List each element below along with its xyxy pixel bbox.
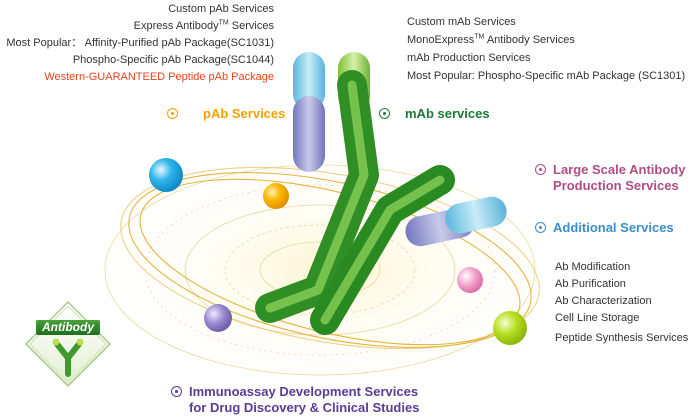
mab-item-monoexpress[interactable]: MonoExpressTM Antibody Services	[407, 33, 575, 47]
section-pab[interactable]: pAb Services	[167, 106, 285, 122]
section-pab-label: pAb Services	[203, 106, 286, 121]
additional-item-characterization[interactable]: Ab Characterization	[555, 295, 652, 307]
additional-item-peptide[interactable]: Peptide Synthesis Services	[555, 332, 689, 344]
section-additional-label: Additional Services	[553, 220, 674, 235]
pab-item-express-label: Express Antibody	[133, 20, 219, 32]
pab-item-custom[interactable]: Custom pAb Services	[168, 3, 274, 15]
section-immunoassay-line1: Immunoassay Development Services	[189, 384, 419, 399]
pab-item-affinity[interactable]: Most Popular： Affinity-Purified pAb Pack…	[6, 37, 274, 49]
mab-item-monoexpress-label: MonoExpress	[407, 34, 475, 46]
section-mab-label: mAb services	[405, 106, 490, 121]
sphere-violet	[204, 304, 232, 332]
mab-item-production[interactable]: mAb Production Services	[407, 52, 531, 64]
section-large-scale-line2: Production Services	[553, 178, 679, 193]
additional-item-purification[interactable]: Ab Purification	[555, 278, 626, 290]
pab-item-express-tm: TM	[218, 19, 229, 27]
logo-banner	[36, 320, 100, 335]
mab-item-custom[interactable]: Custom mAb Services	[407, 16, 516, 28]
antibody-logo-graphic	[24, 300, 112, 388]
sphere-lime	[493, 311, 527, 345]
additional-item-cell-line[interactable]: Cell Line Storage	[555, 312, 640, 324]
additional-item-modification[interactable]: Ab Modification	[555, 261, 631, 273]
logo-text: Antibody	[42, 320, 94, 334]
mab-item-monoexpress-suffix: Antibody Services	[484, 34, 575, 46]
pab-item-western[interactable]: Western-GUARANTEED Peptide pAb Package	[44, 71, 274, 83]
radio-dot-icon	[535, 222, 546, 233]
radio-dot-icon	[167, 108, 178, 119]
antibody-logo-icon[interactable]: Antibody	[24, 300, 112, 388]
section-immunoassay-line2: for Drug Discovery & Clinical Studies	[189, 400, 420, 415]
sphere-cyan	[149, 158, 183, 192]
capsule-additional	[405, 196, 507, 247]
section-large-scale-line1: Large Scale Antibody	[553, 162, 686, 177]
pab-item-express[interactable]: Express AntibodyTM Services	[133, 19, 274, 33]
mab-item-monoexpress-tm: TM	[474, 33, 485, 41]
antibody-y-shape	[255, 52, 455, 335]
radio-dot-icon	[535, 164, 546, 175]
section-additional[interactable]: Additional Services	[535, 220, 674, 236]
capsule-pab	[293, 52, 325, 172]
pab-item-express-suffix: Services	[228, 20, 274, 32]
mab-item-phospho[interactable]: Most Popular: Phospho-Specific mAb Packa…	[407, 70, 686, 82]
pab-item-phospho[interactable]: Phospho-Specific pAb Package(SC1044)	[72, 54, 274, 66]
radio-dot-icon	[171, 386, 182, 397]
sphere-orange	[263, 183, 289, 209]
section-mab[interactable]: mAb services	[379, 106, 490, 122]
radio-dot-icon	[379, 108, 390, 119]
sphere-pink	[457, 267, 483, 293]
